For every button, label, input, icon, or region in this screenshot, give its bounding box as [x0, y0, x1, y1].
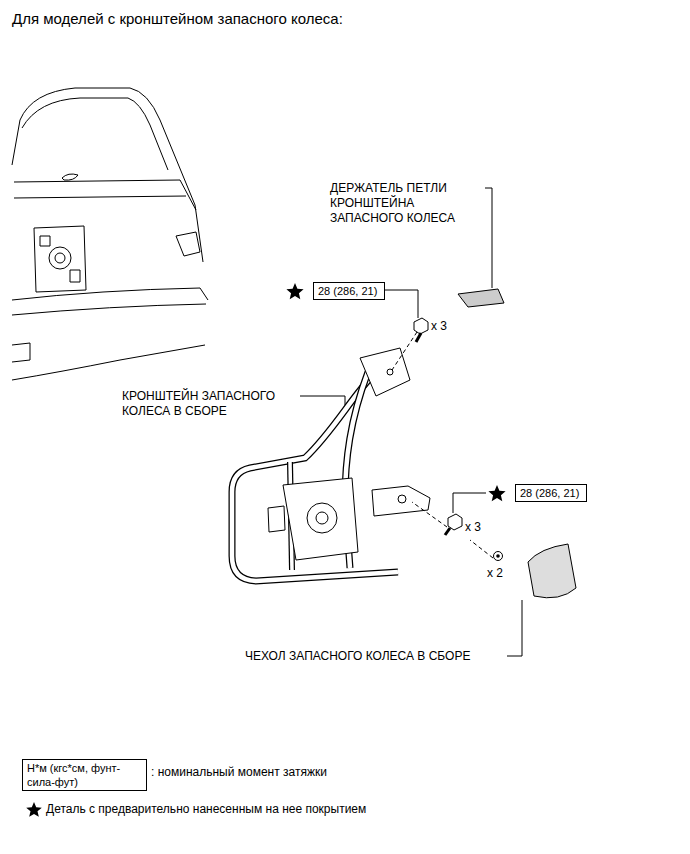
- wheel-hub: [307, 503, 337, 533]
- page-title: Для моделей с кронштейном запасного коле…: [12, 10, 343, 28]
- vehicle-rear: [12, 88, 208, 380]
- quantity: x 2: [487, 566, 503, 581]
- legend-torque-box: Н*м (кгс*см, фунт-сила-фут): [22, 759, 147, 791]
- leader-lines: [300, 188, 522, 656]
- latch: [268, 506, 285, 532]
- nut: [494, 552, 503, 561]
- leader-line: [300, 396, 345, 405]
- nut: [496, 554, 500, 558]
- bolt: [414, 318, 428, 334]
- assembly-line: [470, 540, 493, 558]
- torque-box: 28 (286, 21): [313, 282, 385, 300]
- coating-star: [26, 802, 42, 817]
- leader-line: [453, 493, 486, 513]
- node-text: Н*м (кгс*см, фунт-сила-фут): [27, 761, 142, 789]
- coating-star: [286, 283, 303, 299]
- assembly-line: [412, 502, 447, 527]
- wheel-hub: [316, 512, 328, 524]
- tow-hook: [176, 232, 200, 256]
- mount-hub: [49, 247, 71, 269]
- coating-star: [488, 485, 505, 501]
- bumper-line: [12, 304, 206, 315]
- loop-holder: [458, 289, 504, 307]
- hinge: [372, 486, 430, 516]
- leader-line: [381, 290, 418, 318]
- plate-recess: [34, 226, 86, 292]
- assembly-line: [392, 332, 417, 370]
- bolt: [448, 514, 462, 530]
- quantity: x 3: [431, 319, 447, 334]
- upper-mount: [360, 348, 410, 396]
- node-text: 28 (286, 21): [520, 486, 582, 500]
- leader-line: [485, 188, 492, 288]
- assembly-lines: [392, 332, 493, 558]
- coating-marks: [26, 283, 505, 817]
- mount-hub: [55, 253, 65, 263]
- reflector: [12, 343, 30, 362]
- emblem: [62, 174, 78, 180]
- torque-box: 28 (286, 21): [515, 484, 587, 502]
- part-name: ДЕРЖАТЕЛЬ ПЕТЛИ КРОНШТЕЙНА ЗАПАСНОГО КОЛ…: [330, 181, 482, 226]
- bolt-shank: [416, 333, 421, 342]
- part-name: ЧЕХОЛ ЗАПАСНОГО КОЛЕСА В СБОРЕ: [245, 649, 470, 664]
- quantity: x 3: [465, 520, 481, 535]
- window-line: [22, 98, 168, 170]
- part-name: КРОНШТЕЙН ЗАПАСНОГО КОЛЕСА В СБОРЕ: [122, 389, 298, 419]
- spare-wheel-carrier: [232, 348, 430, 581]
- bolt-shank: [445, 528, 450, 535]
- wheel-plate: [283, 478, 358, 560]
- bumper-top: [12, 288, 208, 300]
- legend-text: : номинальный момент затяжки: [151, 765, 327, 780]
- mount-hinge: [40, 236, 80, 282]
- hinge-pin: [398, 495, 406, 503]
- leader-line: [507, 600, 522, 656]
- bumper-bottom: [12, 345, 205, 380]
- parts: [414, 289, 576, 598]
- node-text: 28 (286, 21): [318, 284, 380, 298]
- wheel-cover: [528, 544, 576, 598]
- legend-text: Деталь с предварительно нанесенным на не…: [46, 802, 366, 817]
- tailgate-line: [14, 196, 186, 198]
- tailgate-line: [14, 180, 196, 210]
